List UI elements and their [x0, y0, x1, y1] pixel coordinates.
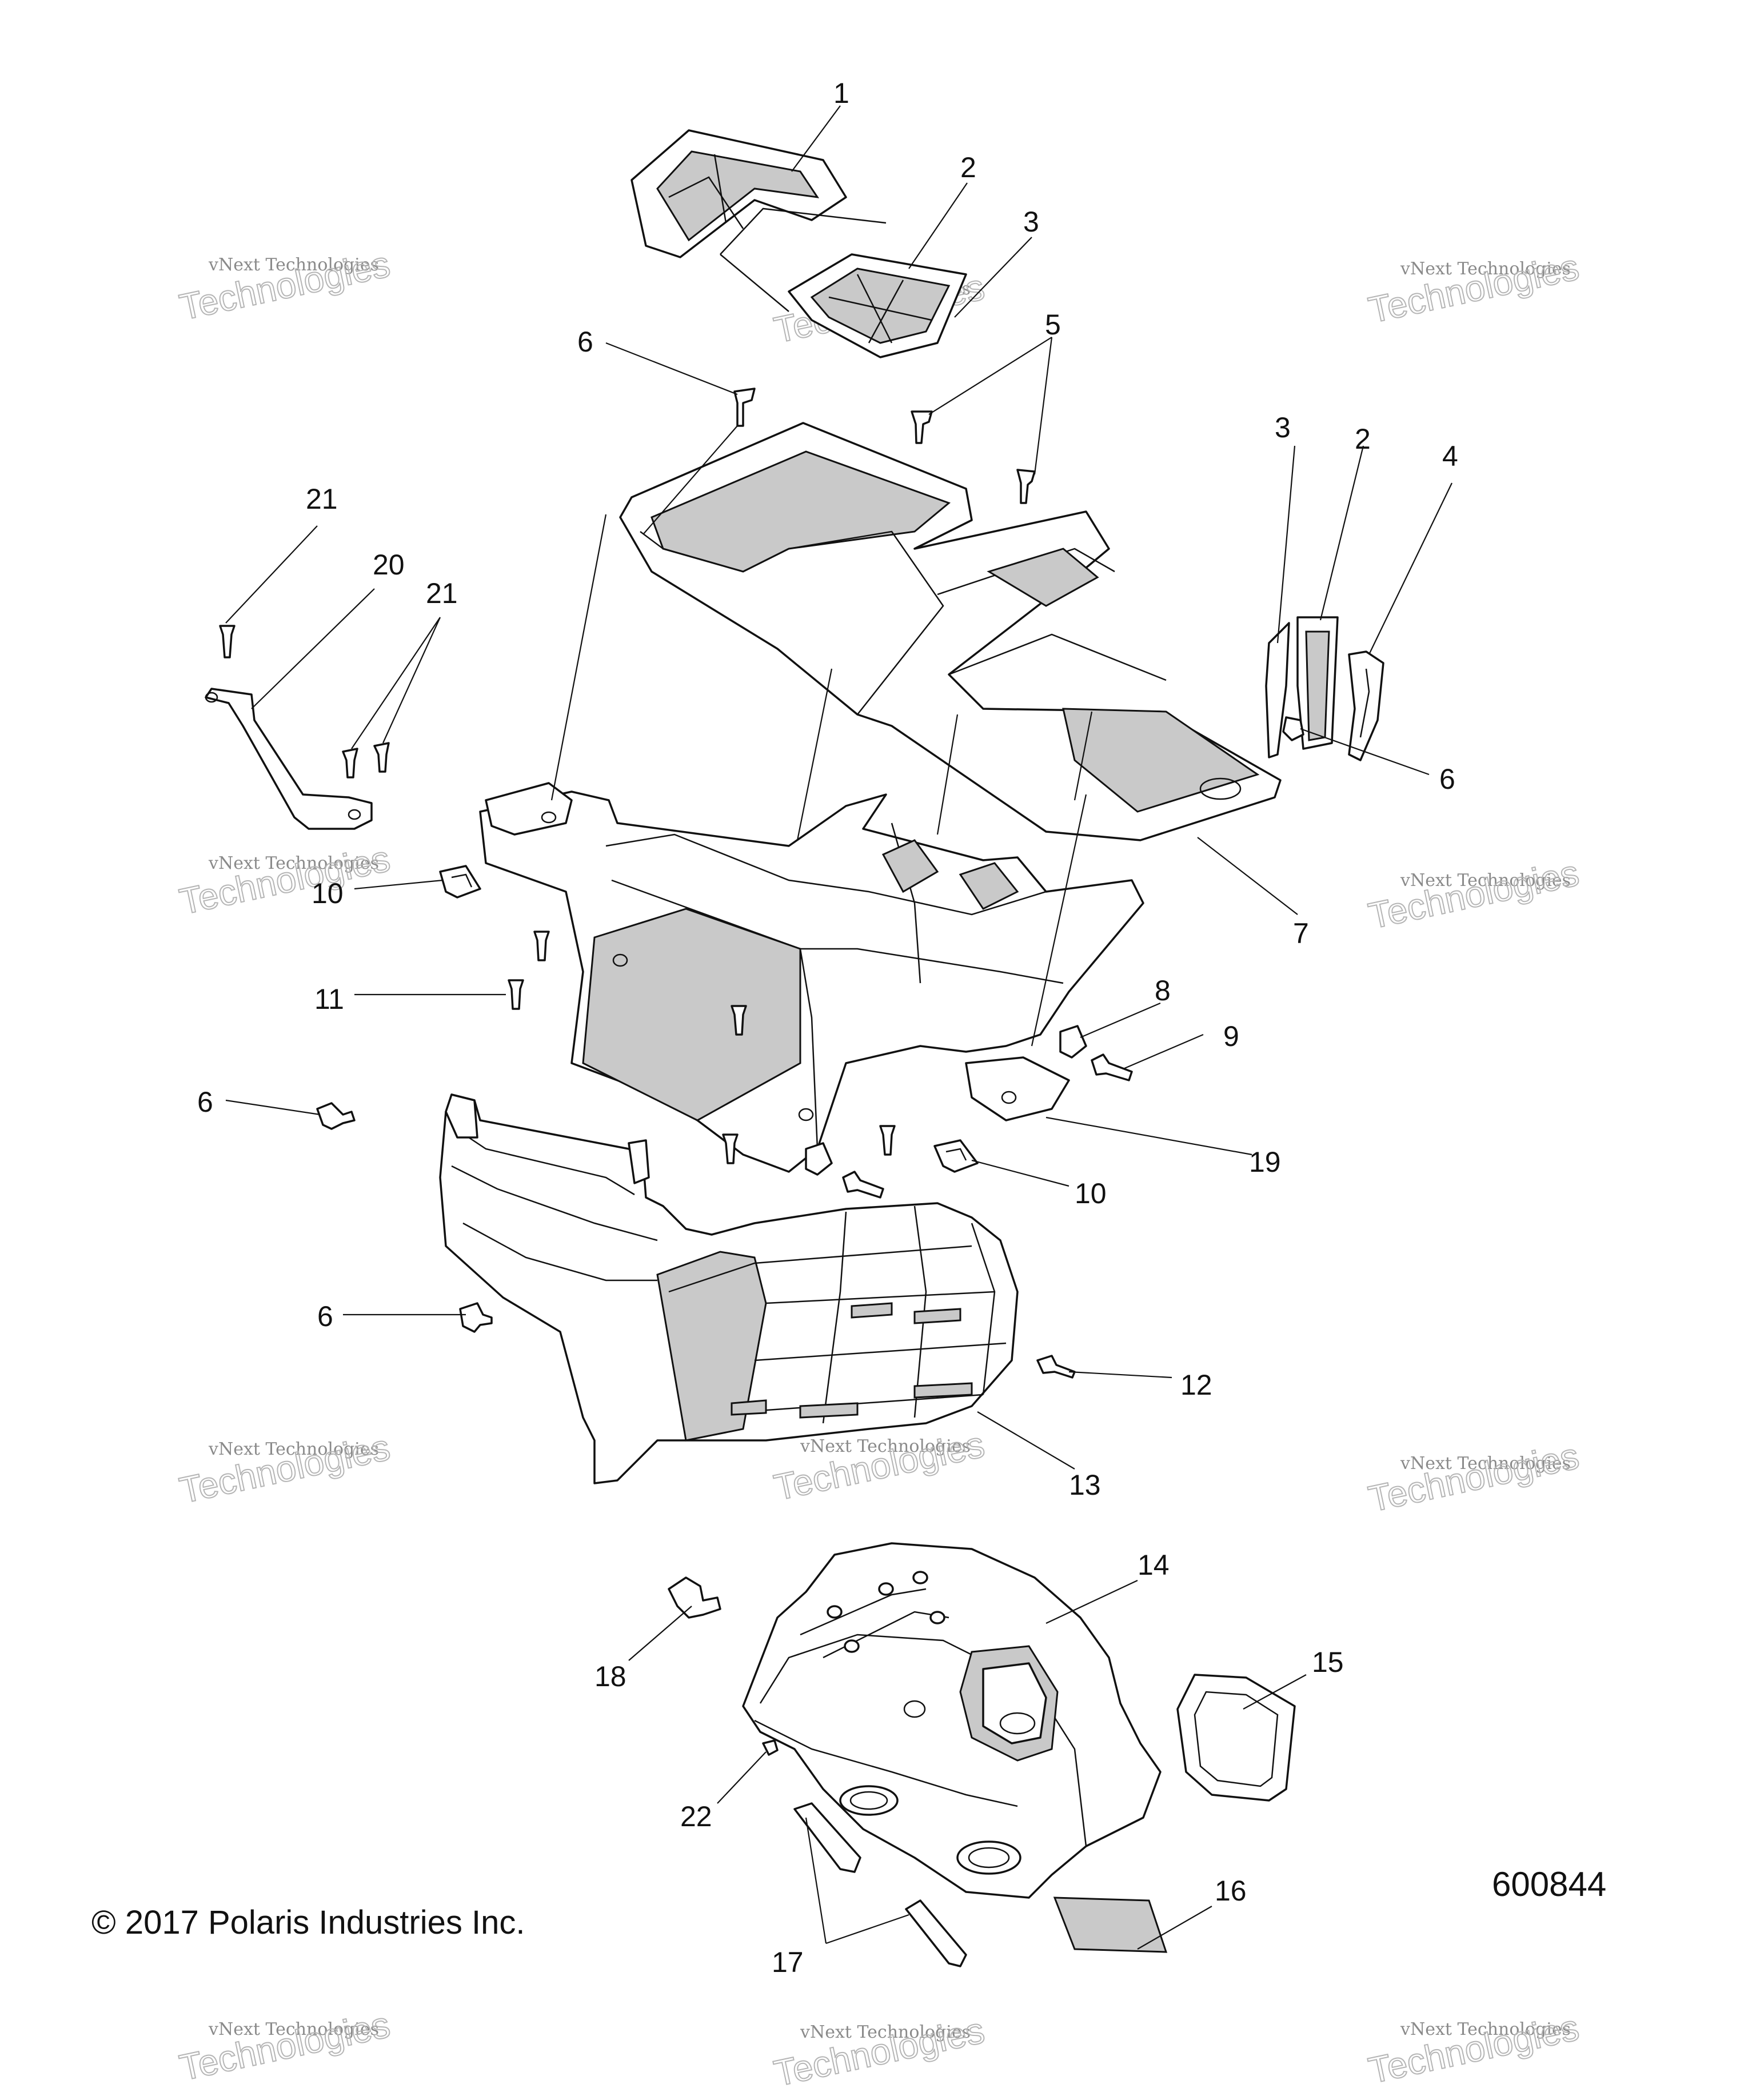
- part-bracket: [205, 688, 373, 830]
- callout-4: 4: [1442, 440, 1458, 472]
- callout-22: 22: [680, 1800, 712, 1832]
- callout-17: 17: [772, 1946, 804, 1978]
- callout-10-right: 10: [1075, 1177, 1107, 1209]
- push-rivet-5b: [1016, 469, 1036, 504]
- svg-text:Technologies: Technologies: [1365, 1435, 1582, 1520]
- callout-20: 20: [373, 549, 405, 581]
- clamp-17-b: [905, 1899, 967, 1967]
- screw-12: [1036, 1355, 1076, 1379]
- diagram-number: 600844: [1492, 1865, 1607, 1903]
- screw-11-d: [722, 1133, 739, 1164]
- callout-5: 5: [1045, 309, 1061, 341]
- part-airbox-lower: [742, 1542, 1162, 1899]
- part-airbox-housing: [479, 782, 1144, 1173]
- svg-text:vNext Technologies: vNext Technologies: [1400, 259, 1571, 279]
- watermark-top-left: vNext Technologies Technologies: [175, 243, 394, 329]
- svg-text:vNext Technologies: vNext Technologies: [208, 255, 379, 275]
- callout-9: 9: [1223, 1020, 1239, 1052]
- fastener-22: [762, 1739, 779, 1756]
- callout-1: 1: [833, 77, 849, 109]
- push-rivet-5a: [911, 410, 933, 444]
- screw-21-a: [342, 748, 358, 778]
- screw-11-a: [533, 931, 550, 961]
- watermark-lower-left: vNext Technologies Technologies: [175, 1426, 394, 1512]
- callout-2-top: 2: [960, 151, 976, 183]
- callout-10-left: 10: [312, 877, 344, 909]
- svg-text:vNext Technologies: vNext Technologies: [1400, 1454, 1571, 1474]
- watermark-lower-right: vNext Technologies Technologies: [1364, 1435, 1583, 1520]
- watermark-top-right: vNext Technologies Technologies: [1364, 246, 1583, 332]
- push-rivet-6-top: [733, 388, 756, 427]
- callout-2-right: 2: [1355, 423, 1371, 455]
- callout-labels: 1 2 3 6 5 3 2 4 21 20 21 6 10 7 11 8 9 6…: [197, 77, 1458, 1978]
- copyright-notice: © 2017 Polaris Industries Inc.: [91, 1904, 525, 1941]
- svg-text:Technologies: Technologies: [1365, 852, 1582, 937]
- callout-16: 16: [1215, 1875, 1247, 1907]
- svg-text:Technologies: Technologies: [176, 2004, 393, 2089]
- svg-text:vNext Technologies: vNext Technologies: [208, 2019, 379, 2039]
- callout-18: 18: [594, 1660, 626, 1692]
- clip-10-right: [933, 1139, 979, 1173]
- bolt-9: [1091, 1053, 1133, 1081]
- callout-21-mid: 21: [426, 577, 458, 609]
- screw-11-e: [879, 1125, 896, 1156]
- callout-14: 14: [1138, 1549, 1170, 1581]
- nut-8: [1059, 1025, 1087, 1059]
- callout-11: 11: [314, 983, 344, 1015]
- callout-15: 15: [1312, 1646, 1344, 1678]
- wing-nut-18: [668, 1576, 721, 1619]
- callout-7: 7: [1293, 917, 1309, 949]
- bolt-9-lower: [842, 1171, 884, 1199]
- screw-21-b: [373, 742, 390, 773]
- part-filter-stack: [1265, 616, 1384, 761]
- callout-12: 12: [1180, 1369, 1212, 1401]
- callout-3-right: 3: [1275, 412, 1291, 444]
- push-rivet-6-left: [316, 1102, 356, 1130]
- callout-3-top: 3: [1023, 206, 1039, 238]
- fasteners: [219, 388, 1304, 1967]
- callout-6-left: 6: [197, 1086, 213, 1118]
- part-upper-intake-duct: [619, 422, 1282, 841]
- clamp-17-a: [793, 1802, 861, 1873]
- svg-text:vNext Technologies: vNext Technologies: [208, 1439, 379, 1459]
- svg-text:vNext Technologies: vNext Technologies: [1400, 871, 1571, 891]
- screw-21-top: [219, 625, 236, 658]
- watermark-mid-right: vNext Technologies Technologies: [1364, 852, 1583, 937]
- push-rivet-6-mid: [459, 1302, 493, 1333]
- screw-11-c: [731, 1005, 747, 1036]
- clip-10-left: [439, 865, 481, 899]
- svg-text:vNext Technologies: vNext Technologies: [208, 853, 379, 873]
- callout-6-mid: 6: [317, 1300, 333, 1332]
- svg-text:vNext Technologies: vNext Technologies: [1400, 2019, 1571, 2039]
- callout-21-top: 21: [306, 483, 338, 515]
- callout-6-top: 6: [577, 326, 593, 358]
- watermark-bottom-left: vNext Technologies Technologies: [175, 2003, 394, 2089]
- part-lower-intake-duct: [439, 1093, 1019, 1484]
- watermark-mid-left: vNext Technologies Technologies: [175, 837, 394, 923]
- svg-text:Technologies: Technologies: [176, 838, 393, 923]
- nut-8-lower: [805, 1142, 833, 1176]
- leader-lines: [225, 105, 1452, 1950]
- callout-13: 13: [1069, 1469, 1101, 1501]
- callout-6-right: 6: [1439, 763, 1455, 795]
- callout-8: 8: [1155, 975, 1171, 1007]
- part-label: [1053, 1897, 1168, 1953]
- watermark-bottom-right: vNext Technologies Technologies: [1364, 2006, 1583, 2092]
- part-grille-screen: [720, 207, 967, 358]
- part-seal-ring: [1176, 1674, 1296, 1802]
- screw-11-b: [508, 979, 524, 1010]
- watermark-bottom-center: vNext Technologies Technologies: [770, 2009, 988, 2095]
- callout-19: 19: [1249, 1146, 1281, 1178]
- svg-text:vNext Technologies: vNext Technologies: [800, 1436, 971, 1456]
- part-top-duct-cover: [630, 129, 847, 258]
- svg-text:vNext Technologies: vNext Technologies: [800, 2022, 971, 2042]
- push-rivet-6-right: [1282, 716, 1304, 741]
